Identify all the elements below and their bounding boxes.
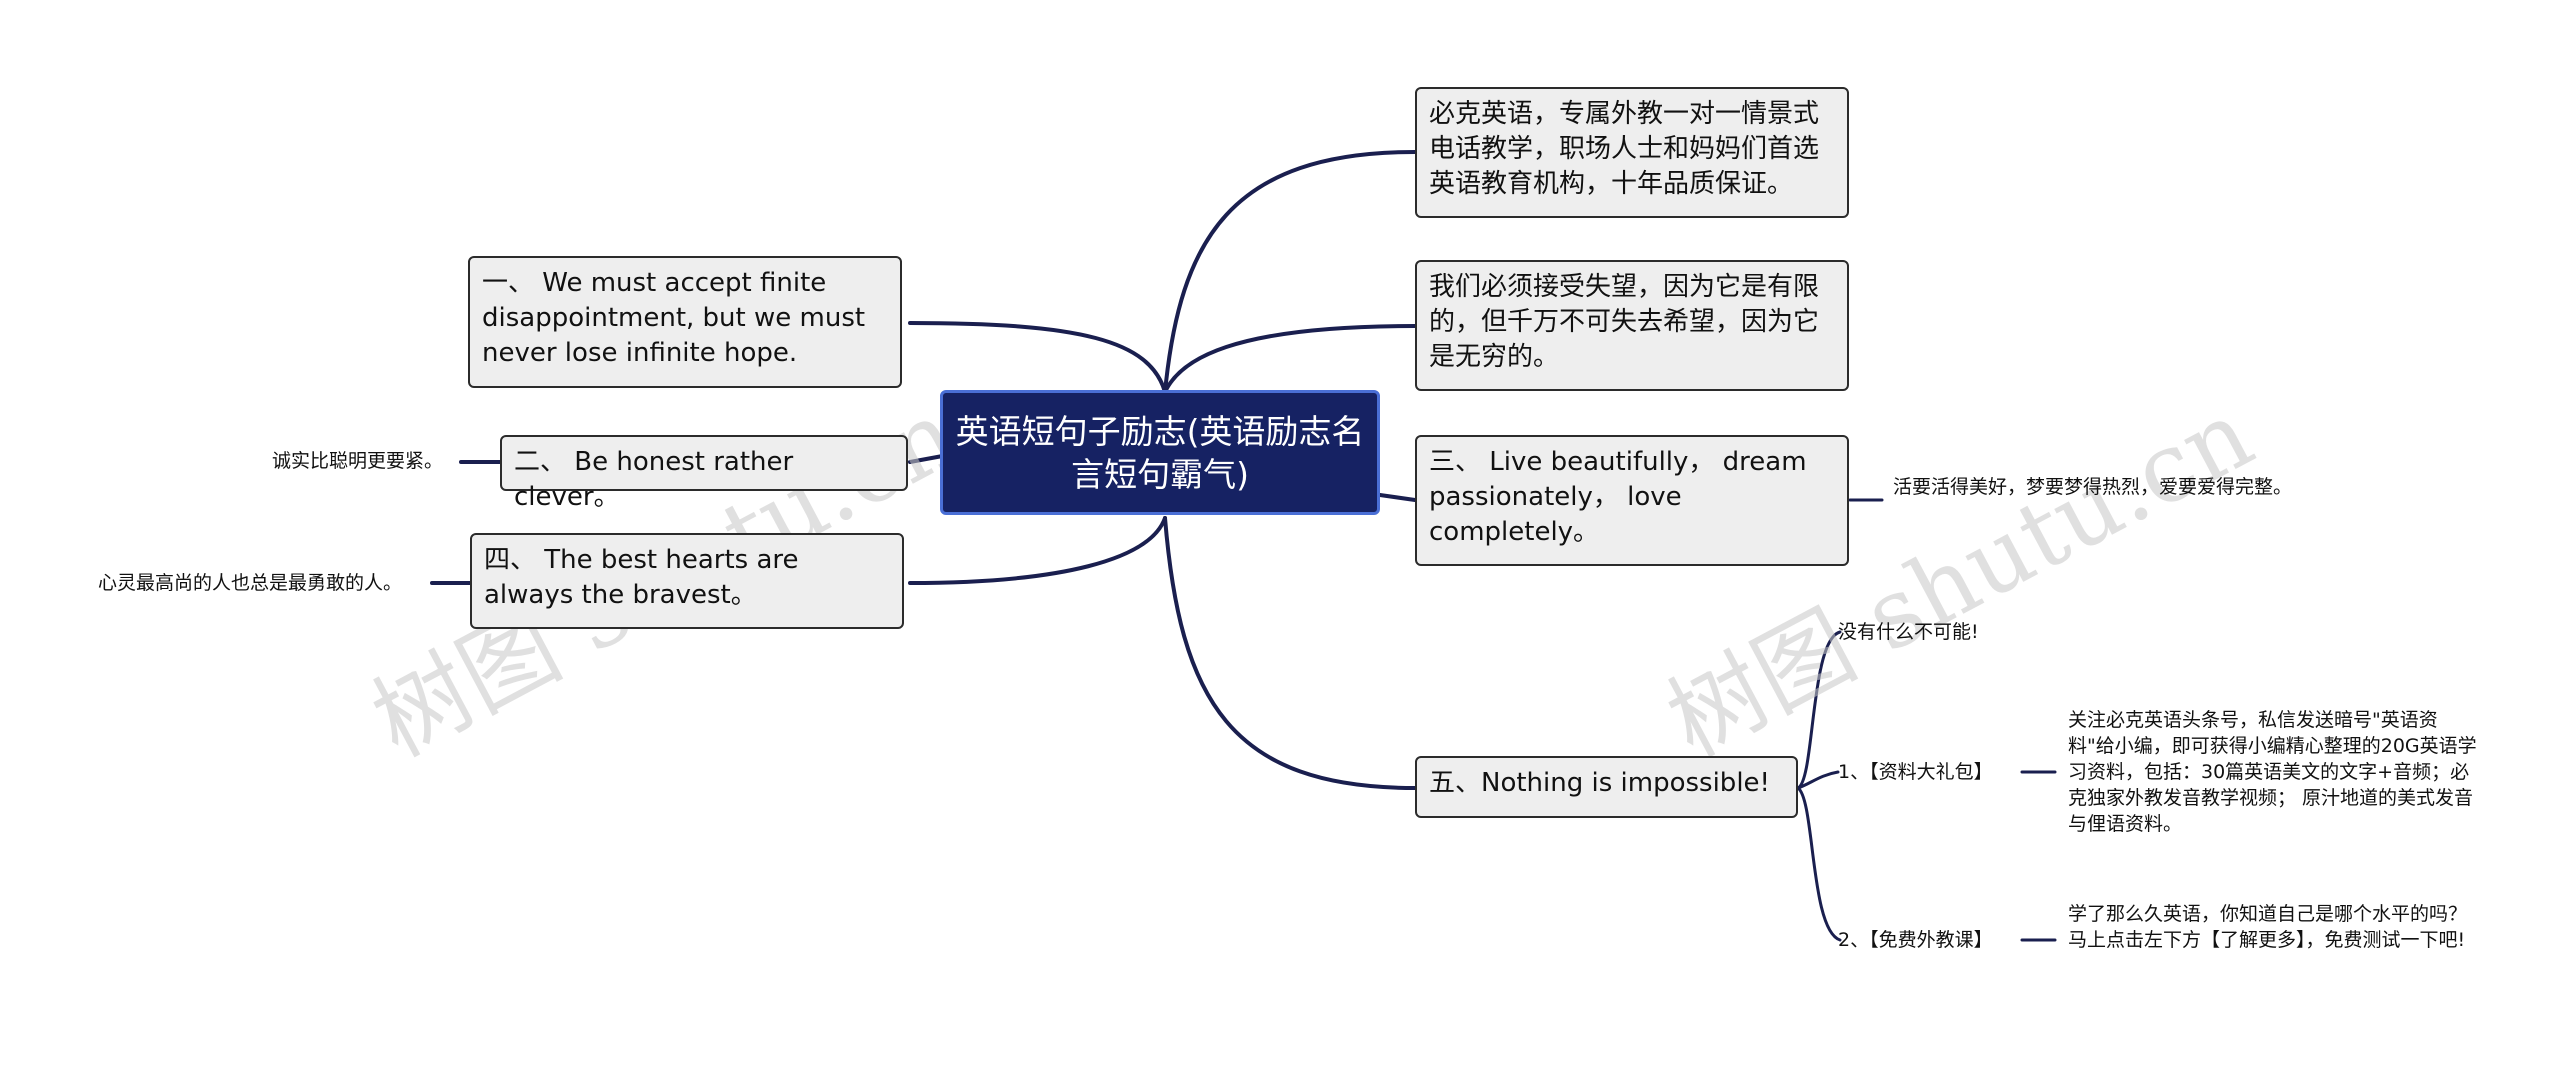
connector-five-child-1 (1796, 630, 1842, 790)
connector-right-5 (1163, 516, 1417, 790)
topic-left-1[interactable]: 一、 We must accept finite disappointment,… (468, 256, 902, 388)
connector-left-1 (908, 321, 1167, 394)
topic-left-4-label: 四、 The best hearts are always the braves… (484, 545, 799, 610)
topic-left-1-label: 一、 We must accept finite disappointment,… (482, 268, 866, 368)
connector-right-2 (1163, 324, 1417, 394)
five-child-3[interactable]: 2、【免费外教课】 (1838, 929, 1993, 951)
five-child-1[interactable]: 没有什么不可能! (1838, 621, 1979, 643)
topic-left-2[interactable]: 二、 Be honest rather clever。 (500, 435, 908, 512)
topic-right-5[interactable]: 五、Nothing is impossible! (1415, 756, 1798, 818)
leaf-right-3[interactable]: 活要活得美好，梦要梦得热烈，爱要爱得完整。 (1893, 476, 2293, 498)
five-child-3-detail[interactable]: 学了那么久英语，你知道自己是哪个水平的吗？ 马上点击左下方【了解更多】，免费测试… (2068, 903, 2468, 951)
connector-five-child-3 (1796, 786, 1842, 942)
leaf-left-2[interactable]: 诚实比聪明更要紧。 (272, 450, 444, 472)
topic-right-3[interactable]: 三、 Live beautifully， dream passionately，… (1415, 435, 1849, 566)
five-child-2-detail[interactable]: 关注必克英语头条号，私信发送暗号"英语资料"给小编，即可获得小编精心整理的20G… (2068, 709, 2477, 835)
topic-right-2-label: 我们必须接受失望，因为它是有限的，但千万不可失去希望，因为它是无穷的。 (1429, 272, 1820, 372)
topic-left-2-label: 二、 Be honest rather clever。 (514, 447, 794, 512)
connector-left-4 (908, 516, 1167, 585)
connector-right-1 (1163, 150, 1417, 394)
topic-right-1[interactable]: 必克英语，专属外教一对一情景式电话教学，职场人士和妈妈们首选英语教育机构，十年品… (1415, 87, 1849, 218)
topic-left-4[interactable]: 四、 The best hearts are always the braves… (470, 533, 904, 629)
topic-right-1-label: 必克英语，专属外教一对一情景式电话教学，职场人士和妈妈们首选英语教育机构，十年品… (1429, 99, 1820, 199)
topic-right-3-label: 三、 Live beautifully， dream passionately，… (1429, 447, 1807, 547)
root-topic[interactable]: 英语短句子励志(英语励志名言短句霸气) (940, 390, 1380, 515)
connector-right-3 (1378, 493, 1417, 502)
root-topic-label: 英语短句子励志(英语励志名言短句霸气) (955, 411, 1365, 494)
topic-right-5-label: 五、Nothing is impossible! (1429, 768, 1770, 798)
connector-five-child-2 (1796, 770, 1840, 790)
leaf-left-4[interactable]: 心灵最高尚的人也总是最勇敢的人。 (98, 572, 403, 594)
topic-right-2[interactable]: 我们必须接受失望，因为它是有限的，但千万不可失去希望，因为它是无穷的。 (1415, 260, 1849, 391)
five-child-2[interactable]: 1、【资料大礼包】 (1838, 761, 1993, 783)
